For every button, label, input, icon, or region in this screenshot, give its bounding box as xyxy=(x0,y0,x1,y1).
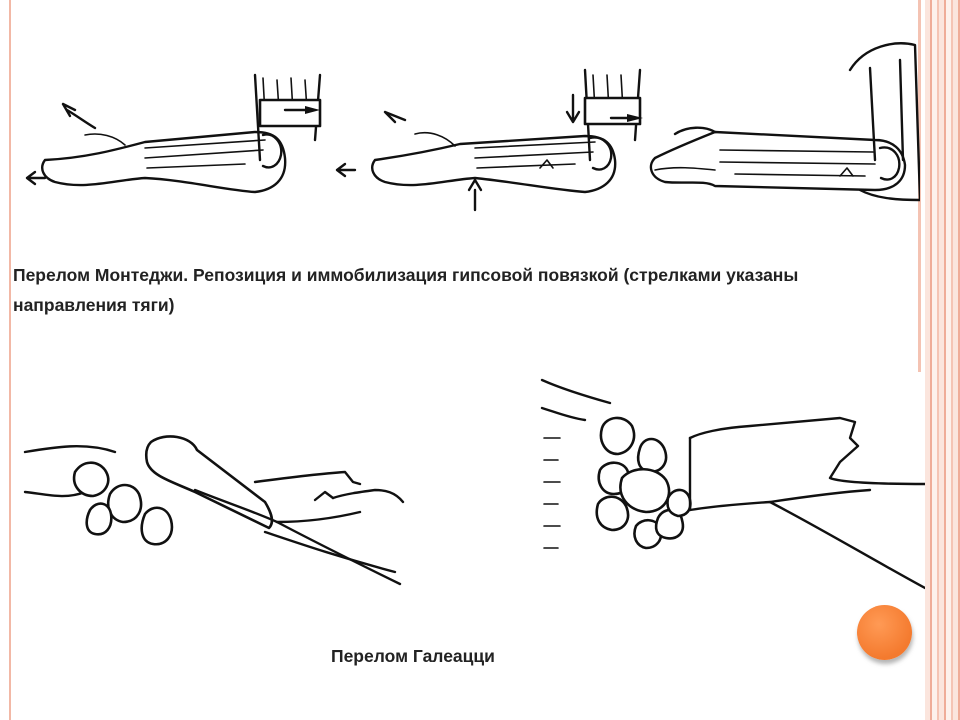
illustration-galeazzi-lateral xyxy=(23,435,405,586)
slide-border-left xyxy=(9,0,11,720)
illustration-galeazzi-ap xyxy=(540,378,925,590)
caption-montegia: Перелом Монтеджи. Репозиция и иммобилиза… xyxy=(13,265,799,315)
stage-2-reposition xyxy=(335,68,643,212)
illustration-monteggia-reduction xyxy=(25,42,920,212)
slide-nav-circle xyxy=(857,605,912,660)
caption-galeazzi: Перелом Галеацци xyxy=(331,646,495,666)
stage-3-cast-immobilization xyxy=(649,42,920,202)
stage-1-traction xyxy=(25,73,322,194)
decorative-stripes xyxy=(925,0,960,720)
